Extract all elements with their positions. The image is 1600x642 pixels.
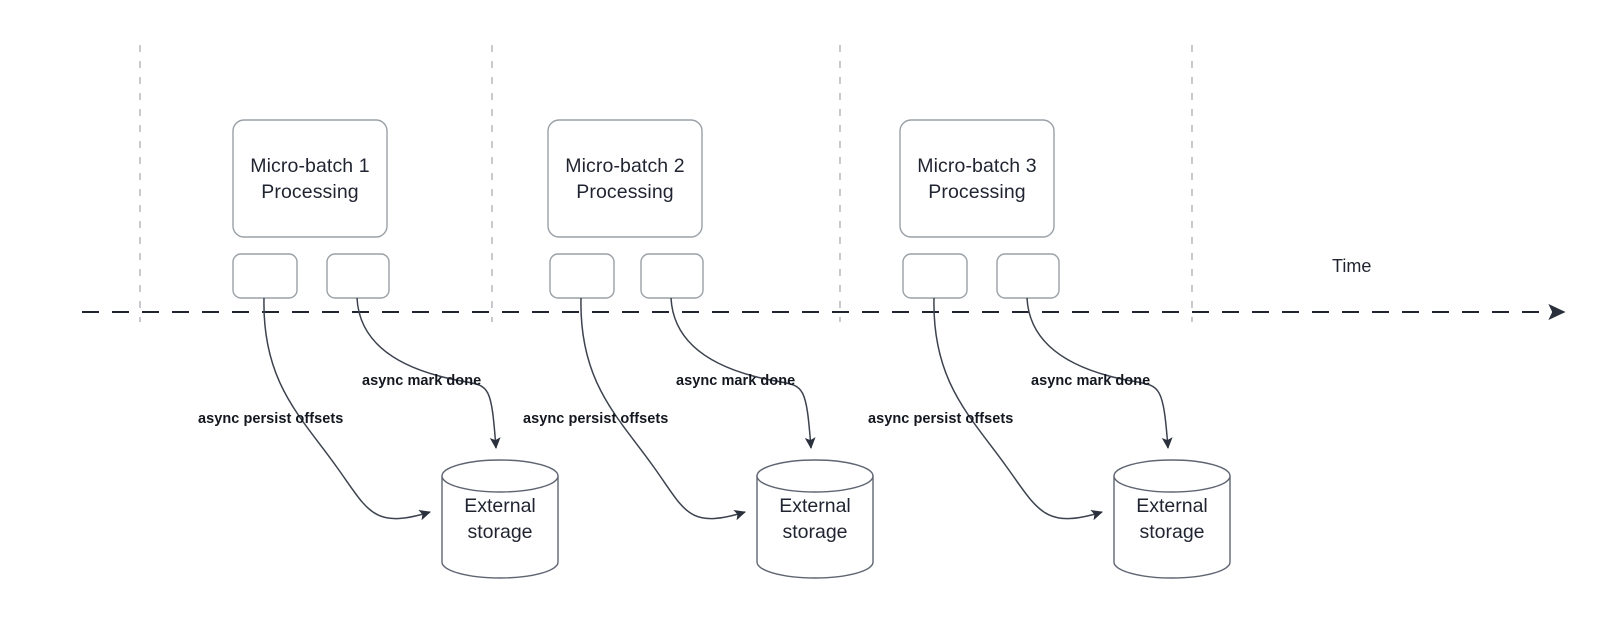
task-box-mark-task-2[interactable] <box>640 253 704 299</box>
external-storage-cylinder-top-1 <box>441 459 559 493</box>
external-storage-cylinder-body-2[interactable] <box>756 475 874 579</box>
async-persist-offsets-arrow-2 <box>580 297 746 521</box>
async-persist-offsets-label-1: async persist offsets <box>198 411 344 427</box>
external-storage-cylinder-body-3[interactable] <box>1113 475 1231 579</box>
async-mark-done-arrow-1 <box>356 297 501 449</box>
task-box-persist-task-2[interactable] <box>549 253 615 299</box>
async-mark-done-label-2: async mark done <box>676 373 796 389</box>
async-mark-done-arrow-3 <box>1026 297 1173 449</box>
shapes-group <box>232 119 1231 579</box>
async-persist-offsets-arrow-1 <box>263 297 431 521</box>
external-storage-cylinder-top-2 <box>756 459 874 493</box>
external-storage-cylinder-top-3 <box>1113 459 1231 493</box>
async-mark-done-label-3: async mark done <box>1031 373 1151 389</box>
micro-batch-box-2[interactable] <box>547 119 703 238</box>
task-box-persist-task-3[interactable] <box>902 253 968 299</box>
task-box-mark-task-3[interactable] <box>996 253 1060 299</box>
micro-batch-box-1[interactable] <box>232 119 388 238</box>
timeline-tick-group <box>139 45 1193 322</box>
async-mark-done-arrow-2 <box>670 297 816 449</box>
task-box-persist-task-1[interactable] <box>232 253 298 299</box>
flow-curves-group <box>263 297 1173 521</box>
external-storage-cylinder-body-1[interactable] <box>441 475 559 579</box>
async-persist-offsets-arrow-3 <box>933 297 1103 521</box>
async-mark-done-label-1: async mark done <box>362 373 482 389</box>
task-box-mark-task-1[interactable] <box>326 253 390 299</box>
async-persist-offsets-label-3: async persist offsets <box>868 411 1014 427</box>
micro-batch-box-3[interactable] <box>899 119 1055 238</box>
async-persist-offsets-label-2: async persist offsets <box>523 411 669 427</box>
timeline-axis-label: Time <box>1332 256 1372 276</box>
